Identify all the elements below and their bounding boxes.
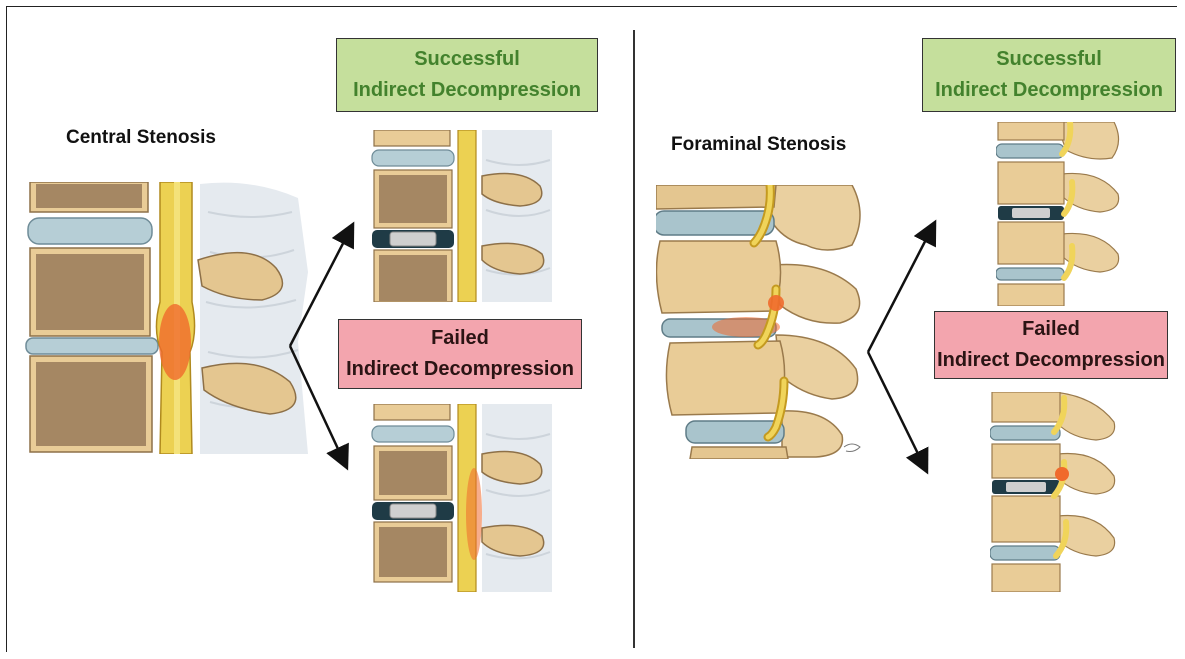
foraminal-success-arrow xyxy=(868,224,934,352)
central-failed-arrow xyxy=(290,346,346,466)
foraminal-failed-arrow xyxy=(868,352,926,470)
central-success-arrow xyxy=(290,226,352,346)
